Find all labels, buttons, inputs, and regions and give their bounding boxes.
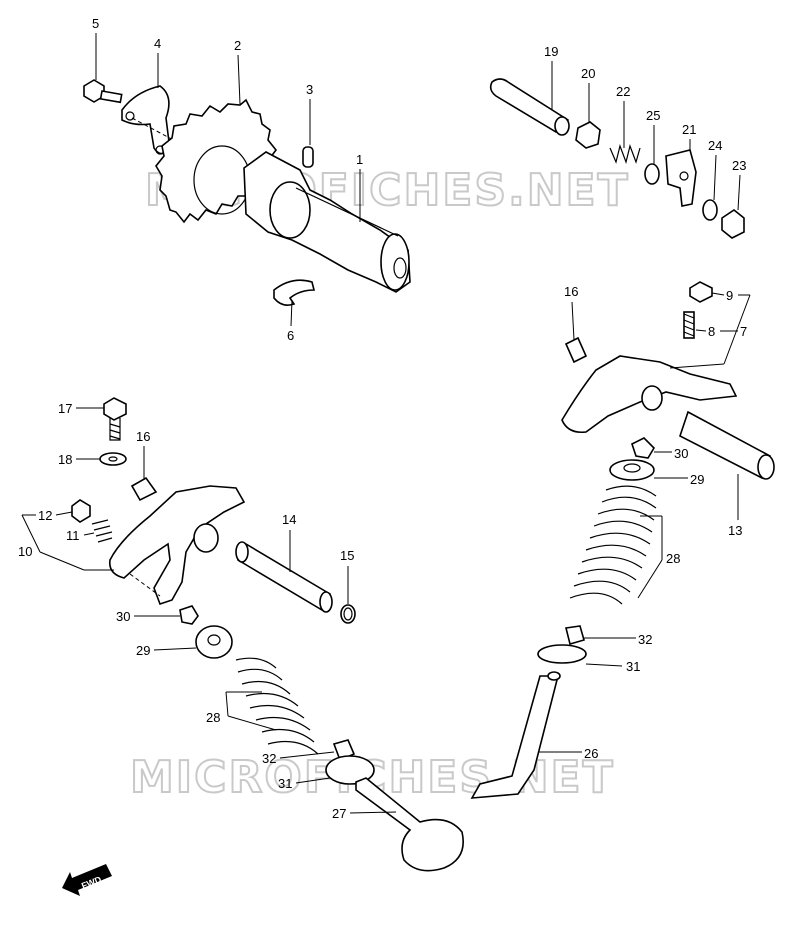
callout-30-right: 30	[674, 446, 688, 461]
callout-9: 9	[726, 288, 733, 303]
retainer-part-6[interactable]	[273, 279, 316, 306]
rocker-arm-part-10[interactable]	[108, 485, 246, 606]
dowel-pin-part-3[interactable]	[302, 146, 314, 168]
spring-retainer-part-29-right[interactable]	[609, 459, 655, 481]
callout-2: 2	[234, 38, 241, 53]
callout-26: 26	[584, 746, 598, 761]
callout-22: 22	[616, 84, 630, 99]
callout-28-left: 28	[206, 710, 220, 725]
callout-11: 11	[66, 528, 80, 543]
callout-27: 27	[332, 806, 346, 821]
valve-cotter-part-32-right[interactable]	[565, 625, 585, 645]
callout-17: 17	[58, 401, 72, 416]
adjust-screw-part-11[interactable]	[91, 519, 113, 543]
valve-spring-part-28-right[interactable]	[569, 485, 657, 605]
callout-31-right: 31	[626, 659, 640, 674]
fwd-arrow-icon: FWD	[62, 864, 112, 896]
callout-5: 5	[92, 16, 99, 31]
callout-1: 1	[356, 152, 363, 167]
spring-seat-part-31-left[interactable]	[325, 755, 375, 785]
callout-32-right: 32	[638, 632, 652, 647]
lever-part-21[interactable]	[665, 149, 697, 207]
bolt-part-5[interactable]	[83, 79, 123, 104]
nut-part-20[interactable]	[575, 121, 601, 149]
spring-seat-part-31-right[interactable]	[537, 644, 587, 664]
valve-cotter-part-32-left[interactable]	[332, 739, 356, 762]
callout-29-left: 29	[136, 643, 150, 658]
callout-6: 6	[287, 328, 294, 343]
callout-12: 12	[38, 508, 52, 523]
clip-part-16-right[interactable]	[564, 336, 588, 364]
camshaft-part-1[interactable]	[243, 151, 411, 293]
adjuster-cap-part-30-left[interactable]	[179, 605, 199, 625]
callout-21: 21	[682, 122, 696, 137]
callout-19: 19	[544, 44, 558, 59]
adjuster-cap-part-30-right[interactable]	[631, 437, 656, 459]
rocker-arm-part-7[interactable]	[561, 355, 738, 434]
callout-30-left: 30	[116, 609, 130, 624]
washer-part-24[interactable]	[702, 199, 718, 221]
spring-retainer-part-29-left[interactable]	[195, 625, 233, 659]
adjust-screw-part-8[interactable]	[683, 311, 695, 339]
rocker-shaft-part-14[interactable]	[235, 541, 333, 613]
callout-25: 25	[646, 108, 660, 123]
intake-valve-part-27[interactable]	[355, 777, 464, 872]
callout-18: 18	[58, 452, 72, 467]
valve-spring-part-28-left[interactable]	[235, 657, 319, 755]
rocker-shaft-part-13[interactable]	[679, 410, 775, 480]
spring-part-22[interactable]	[609, 143, 641, 165]
clip-part-16-left[interactable]	[130, 476, 158, 502]
callout-16-left: 16	[136, 429, 150, 444]
callout-10: 10	[18, 544, 32, 559]
callout-13: 13	[728, 523, 742, 538]
callout-3: 3	[306, 82, 313, 97]
callout-29-right: 29	[690, 472, 704, 487]
callout-28-right: 28	[666, 551, 680, 566]
callout-23: 23	[732, 158, 746, 173]
callout-20: 20	[581, 66, 595, 81]
callout-24: 24	[708, 138, 722, 153]
nut-part-12[interactable]	[71, 499, 91, 523]
callout-8: 8	[708, 324, 715, 339]
callout-4: 4	[154, 36, 161, 51]
callout-16-right: 16	[564, 284, 578, 299]
nut-part-9[interactable]	[689, 281, 713, 303]
lock-plate-part-4[interactable]	[121, 85, 171, 155]
o-ring-part-15[interactable]	[340, 604, 356, 624]
callout-14: 14	[282, 512, 296, 527]
nut-part-23[interactable]	[721, 209, 745, 239]
callout-7: 7	[740, 324, 747, 339]
bolt-part-17[interactable]	[103, 397, 127, 441]
callout-15: 15	[340, 548, 354, 563]
exhaust-valve-part-26[interactable]	[470, 671, 561, 799]
washer-part-25[interactable]	[644, 163, 660, 185]
washer-part-18[interactable]	[99, 452, 127, 466]
decomp-shaft-part-19[interactable]	[489, 78, 570, 136]
callout-31-left: 31	[278, 776, 292, 791]
callout-32-left: 32	[262, 751, 276, 766]
